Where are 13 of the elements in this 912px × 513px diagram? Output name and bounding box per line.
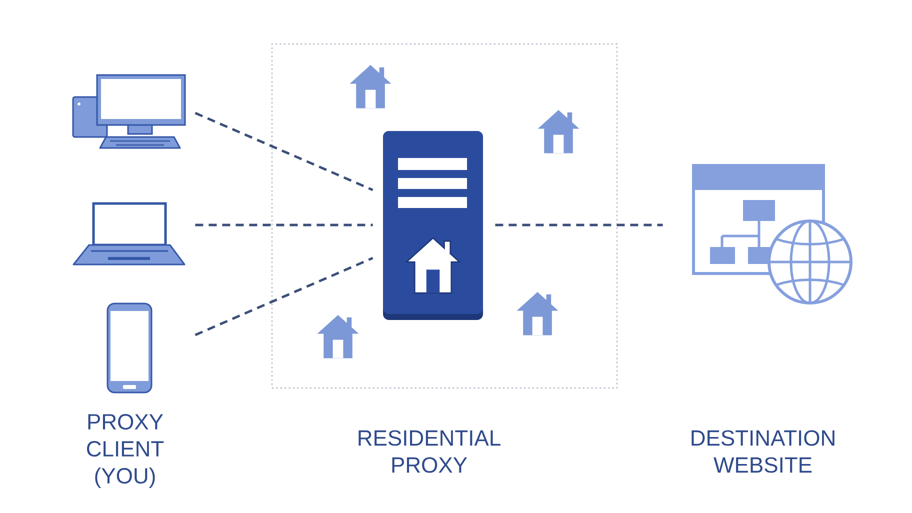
dashed-line xyxy=(495,224,663,226)
dotted-frame xyxy=(271,43,618,389)
smartphone-icon xyxy=(106,302,152,394)
server-icon xyxy=(383,131,483,320)
dashed-line xyxy=(194,256,374,336)
website-globe-icon xyxy=(692,164,852,304)
dashed-line xyxy=(194,112,374,192)
dashed-line xyxy=(195,224,373,226)
caption: DESTINATION WEBSITE xyxy=(692,430,834,473)
caption: PROXY CLIENT (YOU) xyxy=(87,414,164,488)
laptop-icon xyxy=(72,202,186,266)
caption: RESIDENTIAL PROXY xyxy=(358,430,500,473)
desktop-computer-icon xyxy=(72,74,186,149)
